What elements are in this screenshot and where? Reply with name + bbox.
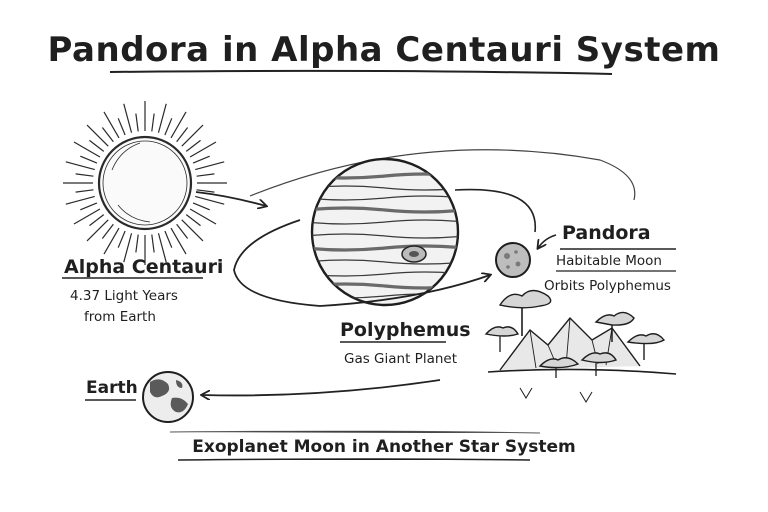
tree (594, 311, 635, 342)
tree (538, 357, 580, 378)
pandora-label: Pandora (562, 222, 651, 244)
orbit-path-front (233, 219, 490, 307)
sun-ray (101, 223, 114, 239)
sun-ray (135, 113, 139, 132)
pandora-landscape (484, 289, 677, 403)
sun-ray (196, 189, 215, 193)
tree (484, 326, 520, 352)
sun-ray (192, 202, 210, 211)
tree (626, 333, 666, 360)
sun-ray (117, 230, 126, 248)
sun-ray (89, 214, 105, 227)
sun-ray (189, 208, 217, 225)
sun-ray (73, 208, 101, 225)
sun-ray (89, 139, 105, 152)
sun-ray (117, 118, 126, 136)
sun-ray (192, 155, 210, 164)
arrow-star-to-polyphemus (195, 191, 266, 206)
sun-ray (86, 219, 109, 242)
sun-ray (185, 214, 201, 227)
planet-band (312, 219, 458, 225)
sun-ray (151, 234, 155, 253)
sun-ray (164, 118, 173, 136)
pandora-line2: Orbits Polyphemus (544, 278, 671, 294)
sun-ray (65, 161, 95, 171)
planet-band (312, 244, 458, 252)
sun-ray (195, 195, 225, 205)
sun-ray (157, 103, 167, 133)
sun-ray (170, 227, 187, 255)
sun-ray (65, 195, 95, 205)
sun-ray (123, 103, 133, 133)
sun-ray (181, 124, 204, 147)
alpha-centauri-distance-line1: 4.37 Light Years (70, 288, 178, 304)
planet-band (312, 271, 458, 277)
sun-ray (75, 189, 94, 193)
sun-ray (86, 124, 109, 147)
outer-orbit-arc (249, 149, 636, 201)
planet-band (312, 282, 458, 290)
sun-ray (189, 141, 217, 158)
sun-ray (103, 111, 120, 139)
polyphemus-description: Gas Giant Planet (344, 351, 458, 367)
orbit-path-back (454, 188, 536, 233)
pandora-moon (495, 242, 531, 278)
polyphemus-planet (310, 157, 460, 307)
sun-ray (164, 230, 173, 248)
sun-ray (123, 233, 133, 263)
planet-band (312, 195, 458, 201)
sun-ray (196, 173, 215, 177)
earth-label: Earth (86, 378, 138, 398)
alpha-centauri-distance-line2: from Earth (84, 309, 156, 325)
sun-ray (176, 223, 189, 239)
planet-band (312, 259, 458, 265)
sun-ray (185, 139, 201, 152)
sun-ray (170, 111, 187, 139)
sun-ray (151, 113, 155, 132)
arrow-label-to-pandora (538, 234, 557, 248)
sun-rays (63, 101, 227, 265)
planet-band (312, 233, 458, 239)
sun-ray (176, 127, 189, 143)
alpha-centauri-star (63, 101, 227, 265)
earth-planet (142, 371, 194, 423)
sun-ray (80, 155, 98, 164)
pandora-line1: Habitable Moon (556, 253, 662, 269)
diagram-title: Pandora in Alpha Centauri System (47, 30, 721, 70)
sun-ray (101, 127, 114, 143)
title-underline (109, 69, 613, 75)
tree (498, 289, 552, 336)
arrow-to-earth (202, 379, 441, 395)
sun-ray (73, 141, 101, 158)
sun-ray (80, 202, 98, 211)
tree (580, 352, 618, 376)
sun-ray (195, 161, 225, 171)
sun-ray (75, 173, 94, 177)
footer-caption: Exoplanet Moon in Another Star System (192, 437, 576, 457)
planet-band (312, 206, 458, 214)
sun-ray (103, 227, 120, 255)
sun-ray (135, 234, 139, 253)
sun-ray (157, 233, 167, 263)
polyphemus-label: Polyphemus (340, 319, 471, 341)
alpha-centauri-label: Alpha Centauri (64, 256, 224, 278)
planet-band (312, 172, 458, 180)
planet-band (312, 185, 458, 191)
sun-ray (181, 219, 204, 242)
